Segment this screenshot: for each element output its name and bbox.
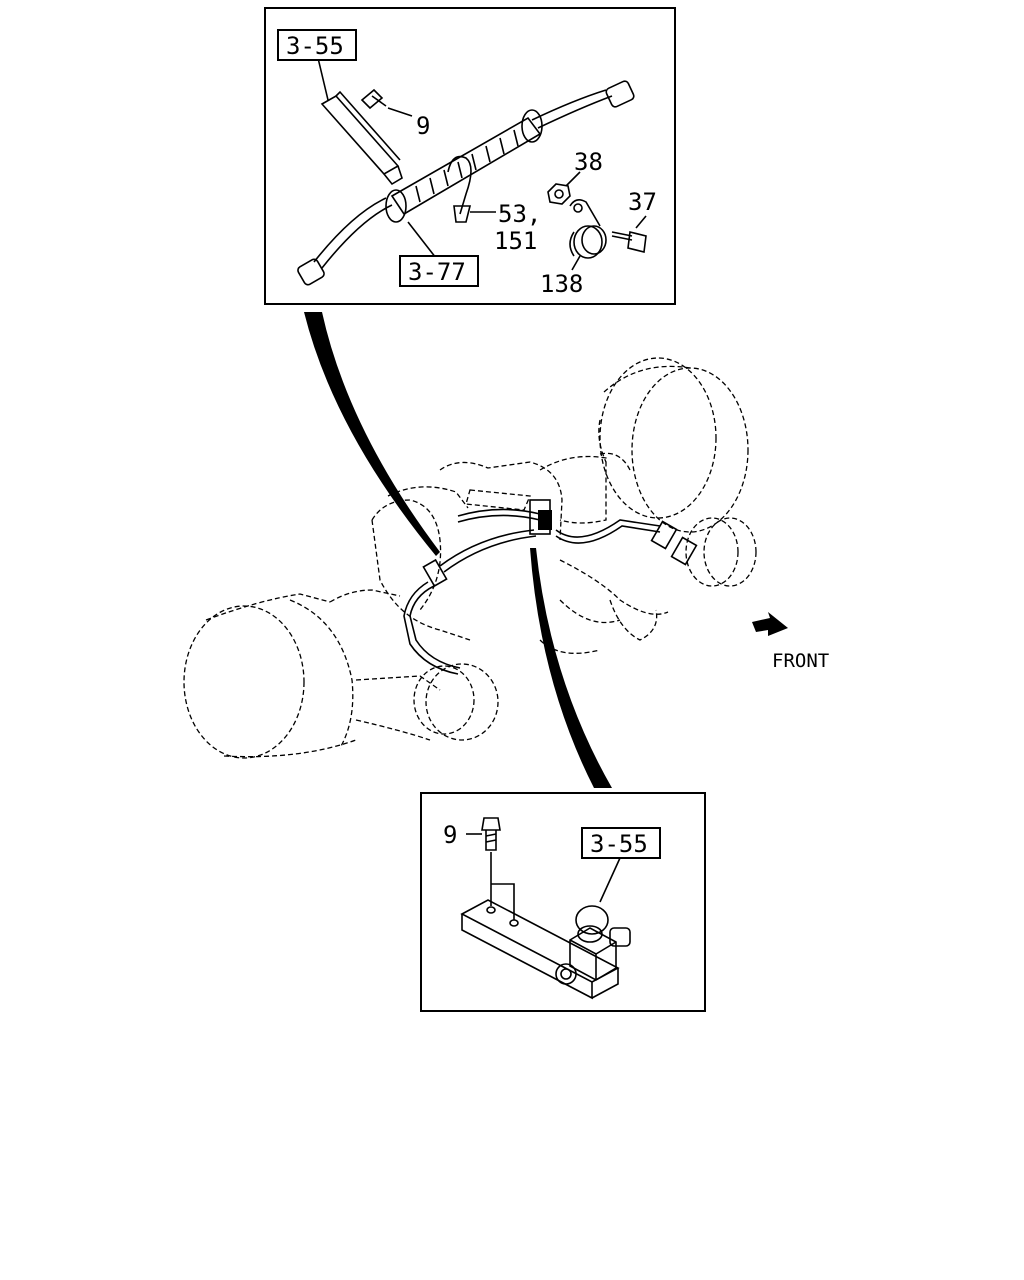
bolt-37 — [611, 215, 647, 253]
callout-53: 53, — [498, 200, 541, 228]
differential — [371, 461, 669, 654]
front-arrow-icon — [752, 612, 788, 636]
ref-box-3-77 — [399, 255, 479, 287]
nut-38 — [547, 171, 581, 205]
bolt-9-bottom — [466, 817, 515, 920]
axle-hose-routing — [403, 499, 698, 675]
ref-box-3-55-top — [277, 29, 357, 61]
left-brake-drum — [183, 593, 357, 759]
callout-9-top: 9 — [416, 112, 430, 140]
valve-block — [555, 905, 631, 985]
pointer-top — [304, 312, 440, 556]
top-detail-panel: 3-55 3-77 9 38 37 53, 151 138 — [264, 7, 676, 305]
bottom-detail-panel: 9 3-55 — [420, 792, 706, 1012]
front-direction-indicator: FRONT — [752, 612, 829, 672]
hose-clip — [447, 155, 496, 223]
right-brake-drum — [598, 357, 749, 533]
callout-151: 151 — [494, 227, 537, 255]
bracket-plate — [320, 90, 403, 186]
ref-label-3-55-bottom: 3-55 — [590, 830, 648, 858]
callout-138: 138 — [540, 270, 583, 298]
bolt-9-top — [360, 88, 413, 117]
mount-plate — [460, 899, 620, 1000]
clamp-138 — [569, 198, 607, 271]
callout-38: 38 — [574, 148, 603, 176]
front-label: FRONT — [772, 650, 829, 672]
ref-label-3-77: 3-77 — [408, 258, 466, 286]
brake-hose — [297, 80, 635, 286]
rear-axle-assembly — [183, 357, 757, 759]
callout-9-bottom: 9 — [443, 821, 457, 849]
ref-label-3-55-top: 3-55 — [286, 32, 344, 60]
pointer-bottom — [530, 548, 612, 788]
ref-box-3-55-bottom — [581, 827, 661, 859]
callout-37: 37 — [628, 188, 657, 216]
